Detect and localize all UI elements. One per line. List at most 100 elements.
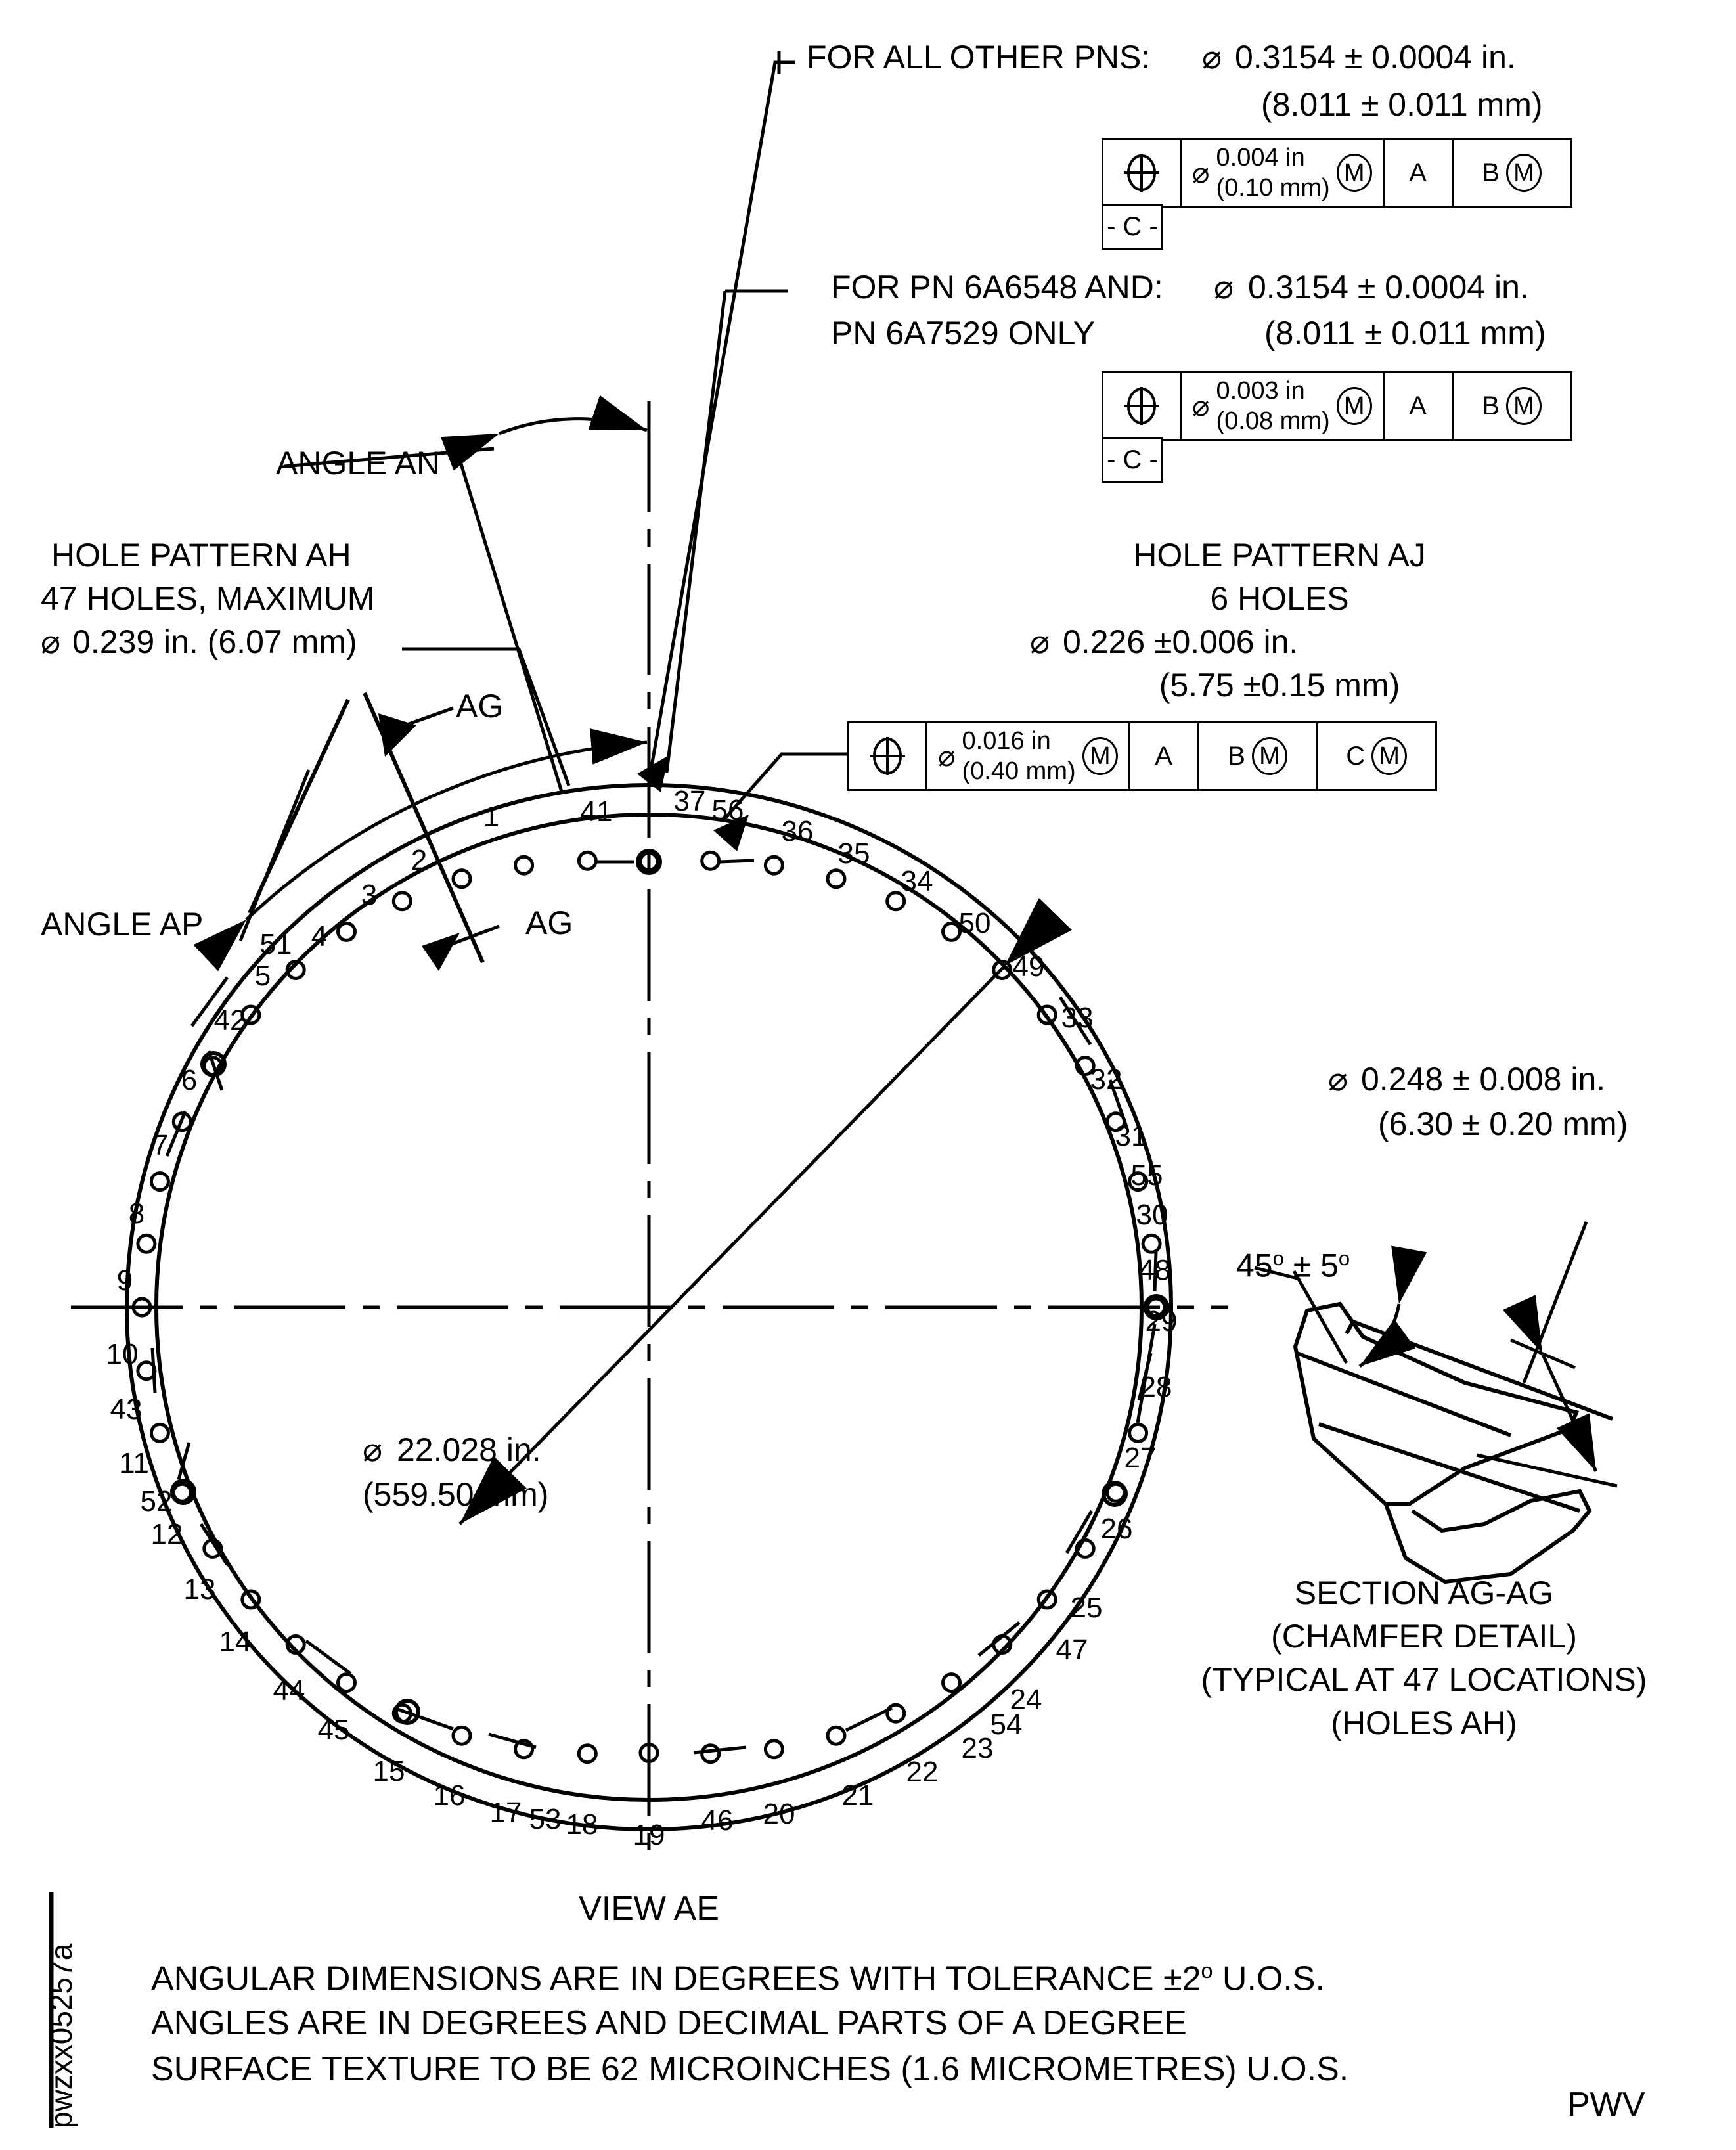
callout-specific-leader2 xyxy=(665,290,727,773)
chamfer-dia-dim-line xyxy=(1502,1295,1598,1473)
callout-specific-pns-line2: PN 6A7529 ONLY xyxy=(831,315,1096,351)
section-line-ag xyxy=(248,692,485,964)
hole-number-label: 30 xyxy=(1136,1199,1168,1231)
degree-symbol-2: o xyxy=(1338,1247,1350,1270)
hole-number-label: 55 xyxy=(1130,1159,1163,1192)
position-symbol-glyph xyxy=(1124,154,1159,192)
ring-inner-circle xyxy=(154,813,1144,1802)
bolt-circle-dim-mm: (559.50 mm) xyxy=(363,1476,549,1513)
hole-pattern-ah-dia-symbol: ⌀ xyxy=(41,623,61,660)
hole-number-label: 12 xyxy=(150,1518,183,1550)
chamfer-dim-in: 0.248 ± 0.008 in. xyxy=(1361,1061,1606,1098)
hole-pattern-aj-dim-mm: (5.75 ±0.15 mm) xyxy=(1159,667,1400,704)
chamfer-angle-value: 45 xyxy=(1236,1247,1273,1284)
section-ag-subtitle-3: (HOLES AH) xyxy=(1331,1705,1517,1741)
section-mark-ag-bottom: AG xyxy=(525,905,573,941)
tolerance-value-in: 0.004 in xyxy=(1216,143,1305,171)
chamfer-ext-line-1 xyxy=(1510,1338,1576,1370)
degree-symbol-1: o xyxy=(1272,1247,1284,1270)
angle-ap-tick xyxy=(238,769,311,941)
tolerance-value-mm: (0.40 mm) xyxy=(962,757,1076,785)
hole-number-label: 27 xyxy=(1124,1442,1157,1474)
tolerance-cell: ⌀ 0.016 in (0.40 mm) M xyxy=(927,723,1130,789)
hole-pattern-ah-dim: 0.239 in. (6.07 mm) xyxy=(72,623,357,660)
section-arrow-top xyxy=(378,713,416,757)
hole-number-label: 4 xyxy=(311,920,328,952)
callout-all-other-pns-dim-in: 0.3154 ± 0.0004 in. xyxy=(1235,39,1516,76)
hole-number-label: 46 xyxy=(701,1804,734,1837)
datum-b-letter: B xyxy=(1482,158,1500,187)
callout-specific-pns-dim-mm: (8.011 ± 0.011 mm) xyxy=(1264,315,1546,351)
hole-tick-marks xyxy=(150,859,1158,1755)
hole-number-label: 36 xyxy=(781,815,814,847)
hole-number-label: 48 xyxy=(1138,1254,1171,1286)
datum-b-mmc-modifier: M xyxy=(1505,154,1542,192)
hole-pattern-aj-dim-in: 0.226 ±0.006 in. xyxy=(1063,623,1299,660)
hole-number-label: 17 xyxy=(489,1797,522,1829)
datum-b-mmc-modifier: M xyxy=(1505,387,1542,425)
note-1-text: ANGULAR DIMENSIONS ARE IN DEGREES WITH T… xyxy=(151,1960,1201,1998)
hole-number-label: 31 xyxy=(1115,1120,1147,1152)
chamfer-angle-label: 45o ± 5o xyxy=(1236,1247,1350,1284)
datum-b-letter: B xyxy=(1228,741,1245,771)
note-line-3: SURFACE TEXTURE TO BE 62 MICROINCHES (1.… xyxy=(151,2050,1349,2088)
mmc-modifier: M xyxy=(1336,387,1372,425)
hole-number-label: 20 xyxy=(763,1798,795,1830)
callout-all-other-pns-dim-mm: (8.011 ± 0.011 mm) xyxy=(1261,86,1543,123)
angle-ap-label: ANGLE AP xyxy=(41,906,204,943)
datum-c-mmc-modifier: M xyxy=(1371,737,1408,775)
datum-feature-c-1: - C - xyxy=(1102,204,1163,250)
hole-number-label: 5 xyxy=(254,960,271,992)
feature-control-frame-specific-pns: ⌀ 0.003 in (0.08 mm) M A B M xyxy=(1102,371,1572,441)
view-label: VIEW AE xyxy=(579,1890,719,1928)
hole-number-label: 50 xyxy=(958,907,991,939)
hole-number-label: 10 xyxy=(106,1338,139,1370)
tolerance-value-mm: (0.10 mm) xyxy=(1216,174,1330,202)
hole-number-label: 35 xyxy=(837,838,870,870)
chamfer-detail-geometry xyxy=(1293,1301,1614,1584)
hole-number-label: 25 xyxy=(1070,1592,1103,1624)
note-1-suffix: U.O.S. xyxy=(1213,1960,1325,1998)
hole-number-label: 8 xyxy=(128,1198,145,1230)
callout-all-other-pns-label: FOR ALL OTHER PNS: xyxy=(807,39,1151,76)
hole-pattern-ah-title: HOLE PATTERN AH xyxy=(51,537,351,573)
diameter-symbol: ⌀ xyxy=(1192,156,1210,189)
hole-number-label: 37 xyxy=(673,785,706,817)
hole-number-label: 21 xyxy=(841,1780,874,1812)
hole-number-label: 24 xyxy=(1010,1684,1042,1716)
hole-number-label: 13 xyxy=(183,1573,216,1605)
hole-number-label: 26 xyxy=(1100,1513,1133,1545)
datum-b-mmc-modifier: M xyxy=(1251,737,1287,775)
hole-number-label: 22 xyxy=(906,1756,939,1788)
chamfer-dia-leader xyxy=(1522,1221,1588,1383)
section-ag-subtitle-2: (TYPICAL AT 47 LOCATIONS) xyxy=(1201,1661,1647,1698)
callout-specific-pns-dim-in: 0.3154 ± 0.0004 in. xyxy=(1248,269,1529,305)
sheet-corner-code: PWV xyxy=(1567,2086,1645,2124)
hole-number-label: 15 xyxy=(372,1755,405,1787)
angle-ap-arc xyxy=(193,728,648,972)
hole-number-label: 2 xyxy=(411,844,428,876)
feature-control-frame-all-other-pns: ⌀ 0.004 in (0.10 mm) M A B M xyxy=(1102,138,1572,208)
feature-control-frame-hole-pattern-aj: ⌀ 0.016 in (0.40 mm) M A B M C M xyxy=(847,721,1437,791)
hole-number-label: 51 xyxy=(259,928,292,960)
section-mark-ag-top: AG xyxy=(456,688,504,725)
callout-all-other-pns-dia-symbol: ⌀ xyxy=(1202,39,1222,76)
hole-number-label: 49 xyxy=(1012,951,1045,983)
hole-number-label: 28 xyxy=(1140,1371,1172,1403)
callout-specific-pns-line1: FOR PN 6A6548 AND: xyxy=(831,269,1163,305)
hole-number-label: 3 xyxy=(361,879,378,911)
hole-number-label: 45 xyxy=(317,1714,350,1746)
hole-number-label: 23 xyxy=(961,1732,994,1764)
mmc-modifier: M xyxy=(1082,737,1118,775)
tolerance-cell: ⌀ 0.003 in (0.08 mm) M xyxy=(1182,373,1385,439)
hole-number-label: 53 xyxy=(529,1803,562,1835)
position-symbol-glyph xyxy=(1124,387,1159,425)
callout-all-other-leader xyxy=(648,60,795,774)
tolerance-value-in: 0.003 in xyxy=(1216,376,1305,405)
chamfer-angle-tol: 5 xyxy=(1320,1247,1339,1284)
note-line-2: ANGLES ARE IN DEGREES AND DECIMAL PARTS … xyxy=(151,2004,1187,2042)
hole-number-label: 33 xyxy=(1061,1002,1094,1034)
chamfer-dia-symbol: ⌀ xyxy=(1328,1061,1348,1098)
hole-number-label: 56 xyxy=(711,794,744,826)
